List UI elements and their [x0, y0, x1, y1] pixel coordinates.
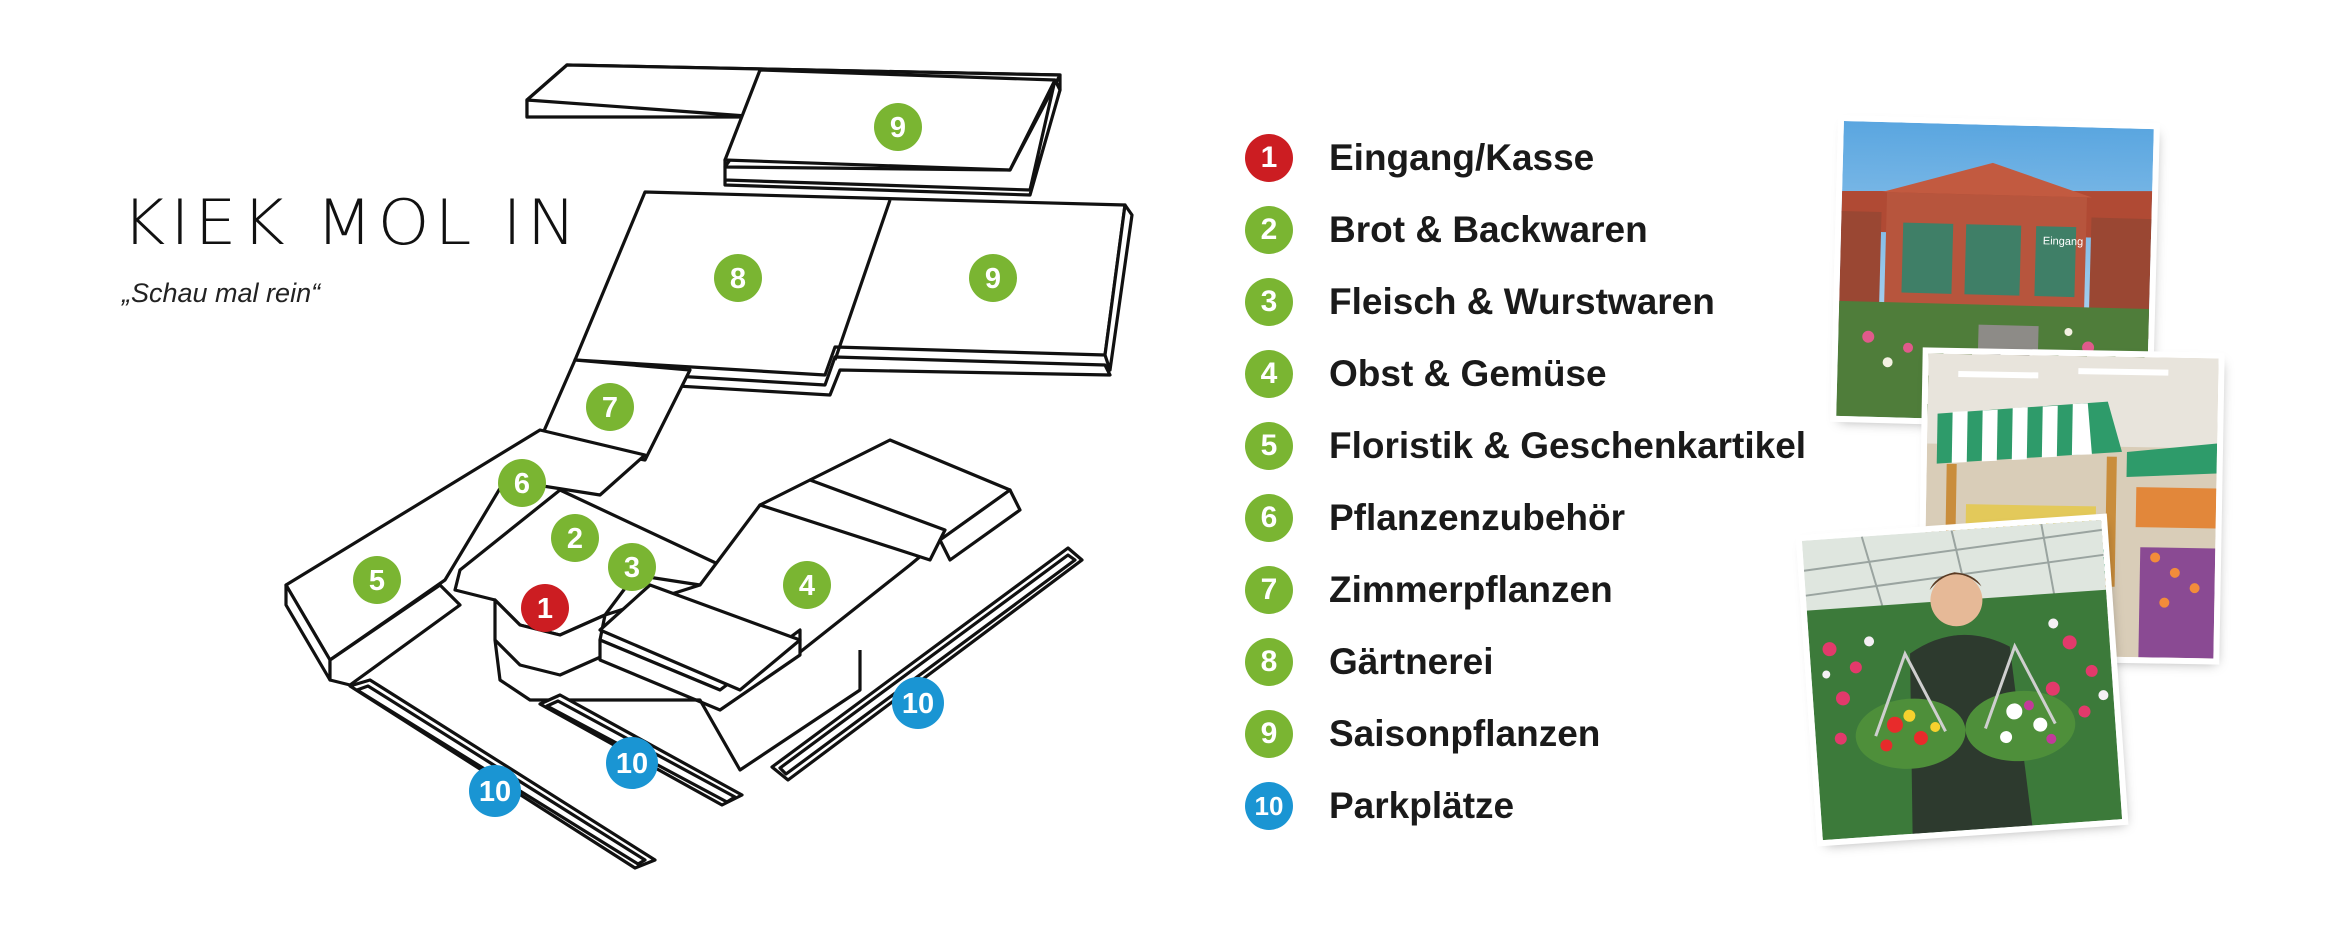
map-marker-7: 7: [586, 383, 634, 431]
map-marker-number: 6: [514, 468, 530, 500]
map-marker-number: 10: [479, 776, 511, 808]
legend-item: 3 Fleisch & Wurstwaren: [1245, 266, 1806, 338]
map-marker-9: 9: [969, 254, 1017, 302]
legend-item: 5 Floristik & Geschenkartikel: [1245, 410, 1806, 482]
legend-number-badge: 4: [1245, 350, 1293, 398]
map-marker-3: 3: [608, 543, 656, 591]
map-marker-number: 8: [730, 263, 746, 295]
map-marker-number: 10: [902, 688, 934, 720]
map-marker-number: 9: [985, 263, 1001, 295]
storefront-sign: Eingang: [2043, 235, 2084, 248]
legend-label: Pflanzenzubehör: [1329, 497, 1626, 538]
legend-item: 8 Gärtnerei: [1245, 626, 1806, 698]
legend-label: Fleisch & Wurstwaren: [1329, 281, 1715, 322]
map-markers: 9 8 9 7 6 2 3 5 1 4 10 10 10: [353, 103, 1017, 817]
legend-number-badge: 6: [1245, 494, 1293, 542]
legend-item: 4 Obst & Gemüse: [1245, 338, 1806, 410]
legend-label: Brot & Backwaren: [1329, 209, 1648, 250]
legend-item: 2 Brot & Backwaren: [1245, 194, 1806, 266]
legend-number-badge: 5: [1245, 422, 1293, 470]
legend-label: Gärtnerei: [1329, 641, 1494, 682]
map-marker-number: 9: [890, 112, 906, 144]
legend-item: 7 Zimmerpflanzen: [1245, 554, 1806, 626]
map-marker-number: 5: [369, 565, 385, 597]
plan-block-gaertnerei: [573, 190, 1134, 397]
map-marker-circle: [586, 383, 634, 431]
map-marker-number: 3: [624, 552, 640, 584]
legend-number-badge: 10: [1245, 782, 1293, 830]
legend-label: Parkplätze: [1329, 785, 1515, 826]
map-marker-4: 4: [783, 561, 831, 609]
map-marker-circle: [469, 765, 521, 817]
map-marker-2: 2: [551, 514, 599, 562]
map-marker-circle: [969, 254, 1017, 302]
legend-label: Floristik & Geschenkartikel: [1329, 425, 1807, 466]
legend-label: Zimmerpflanzen: [1329, 569, 1613, 610]
map-marker-8: 8: [714, 254, 762, 302]
map-marker-circle: [714, 254, 762, 302]
legend-number-badge: 9: [1245, 710, 1293, 758]
page-title: KIEK MOL IN: [122, 185, 582, 260]
plan-block-saisonpflanzen-top: [525, 63, 1062, 197]
map-marker-1: 1: [521, 584, 569, 632]
map-marker-10: 10: [892, 677, 944, 729]
map-marker-number: 4: [799, 570, 815, 602]
map-marker-circle: [551, 514, 599, 562]
legend-label: Saisonpflanzen: [1329, 713, 1601, 754]
legend: 1 Eingang/Kasse 2 Brot & Backwaren 3 Fleisch …: [1245, 122, 1806, 842]
store-floor-plan: 9 8 9 7 6 2 3 5 1 4 10 10 10: [284, 63, 1134, 870]
legend-item: 6 Pflanzenzubehör: [1245, 482, 1806, 554]
map-marker-number: 10: [616, 748, 648, 780]
map-marker-number: 1: [537, 593, 553, 625]
map-marker-circle: [498, 459, 546, 507]
legend-item: 10 Parkplätze: [1245, 770, 1806, 842]
map-marker-circle: [874, 103, 922, 151]
map-marker-5: 5: [353, 556, 401, 604]
map-marker-number: 2: [567, 523, 583, 555]
map-marker-number: 7: [602, 392, 618, 424]
legend-label: Obst & Gemüse: [1329, 353, 1607, 394]
map-marker-circle: [892, 677, 944, 729]
map-marker-circle: [608, 543, 656, 591]
map-marker-9: 9: [874, 103, 922, 151]
legend-number-badge: 1: [1245, 134, 1293, 182]
legend-number-badge: 3: [1245, 278, 1293, 326]
map-marker-6: 6: [498, 459, 546, 507]
greenhouse-gardener-photo: [1801, 519, 2123, 841]
legend-number-badge: 8: [1245, 638, 1293, 686]
legend-number-badge: 2: [1245, 206, 1293, 254]
map-marker-circle: [783, 561, 831, 609]
map-marker-10: 10: [469, 765, 521, 817]
legend-number-badge: 7: [1245, 566, 1293, 614]
legend-item: 9 Saisonpflanzen: [1245, 698, 1806, 770]
map-marker-circle: [606, 737, 658, 789]
map-marker-circle: [353, 556, 401, 604]
page-subtitle: „Schau mal rein“: [122, 278, 321, 308]
legend-item: 1 Eingang/Kasse: [1245, 122, 1806, 194]
map-marker-circle: [521, 584, 569, 632]
legend-label: Eingang/Kasse: [1329, 137, 1595, 178]
map-marker-10: 10: [606, 737, 658, 789]
